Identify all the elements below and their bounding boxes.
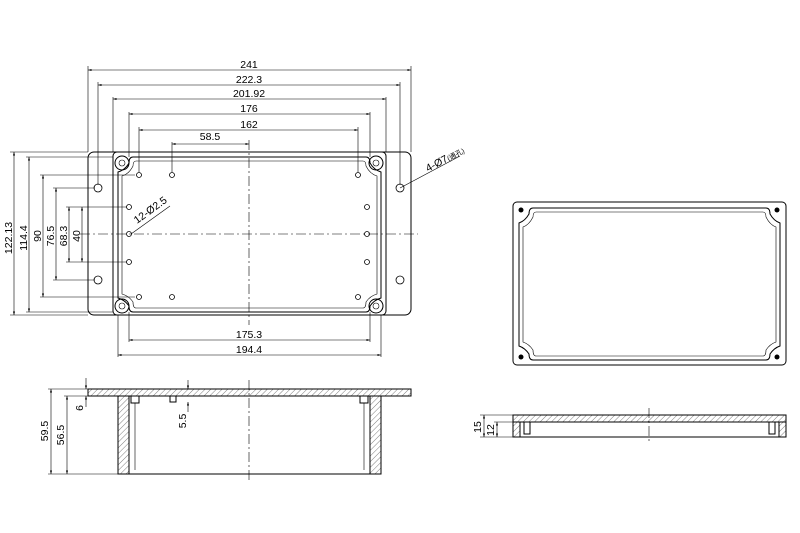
screw-holes xyxy=(126,172,370,300)
dim-56-5: 56.5 xyxy=(55,425,67,446)
top-width-dimensions: 241 222.3 201.92 176 162 58.5 xyxy=(87,59,412,185)
flange-outline xyxy=(87,151,412,316)
dim-15: 15 xyxy=(472,421,484,433)
lid-dimensions: 15 12 xyxy=(472,414,513,438)
dim-68-3: 68.3 xyxy=(58,226,70,247)
dim-194-4: 194.4 xyxy=(236,344,262,356)
flange-hole xyxy=(395,275,405,285)
dim-162: 162 xyxy=(240,119,258,131)
hole-note: 4-Ø7(通孔) xyxy=(424,144,467,174)
box-outer xyxy=(112,151,387,316)
flange-hole xyxy=(93,275,103,285)
right-wall-section xyxy=(369,395,382,475)
dim-6: 6 xyxy=(74,405,86,411)
lid-outline xyxy=(512,201,787,366)
dim-40: 40 xyxy=(71,230,83,242)
front-dimensions: 59.5 56.5 6 5.5 xyxy=(39,378,190,475)
box-inner-wall xyxy=(117,156,382,313)
dim-222-3: 222.3 xyxy=(236,74,262,86)
lid-side-view: 15 12 xyxy=(472,408,787,444)
bottom-width-dimensions: 175.3 194.4 xyxy=(117,312,382,357)
dim-114-4: 114.4 xyxy=(18,225,30,251)
dim-122-13: 122.13 xyxy=(3,222,15,254)
dim-241: 241 xyxy=(240,59,258,71)
top-view: 241 222.3 201.92 176 162 58.5 122.13 1 xyxy=(3,59,467,357)
front-view: 59.5 56.5 6 5.5 xyxy=(39,378,412,480)
dim-90: 90 xyxy=(32,230,44,242)
dim-58-5: 58.5 xyxy=(200,131,221,143)
dim-175-3: 175.3 xyxy=(236,329,262,341)
dim-176: 176 xyxy=(240,103,258,115)
dim-76-5: 76.5 xyxy=(45,226,57,247)
dim-59-5: 59.5 xyxy=(39,421,51,442)
dim-5-5: 5.5 xyxy=(177,414,189,429)
left-wall-section xyxy=(117,395,130,475)
lid-top-view xyxy=(512,201,787,366)
lid-top-section xyxy=(512,414,787,423)
flange-hole xyxy=(93,183,103,193)
flange-section xyxy=(87,388,412,397)
top-height-dimensions: 122.13 114.4 90 76.5 68.3 40 xyxy=(3,151,135,316)
dim-12: 12 xyxy=(485,424,497,436)
dim-201-92: 201.92 xyxy=(233,88,265,100)
